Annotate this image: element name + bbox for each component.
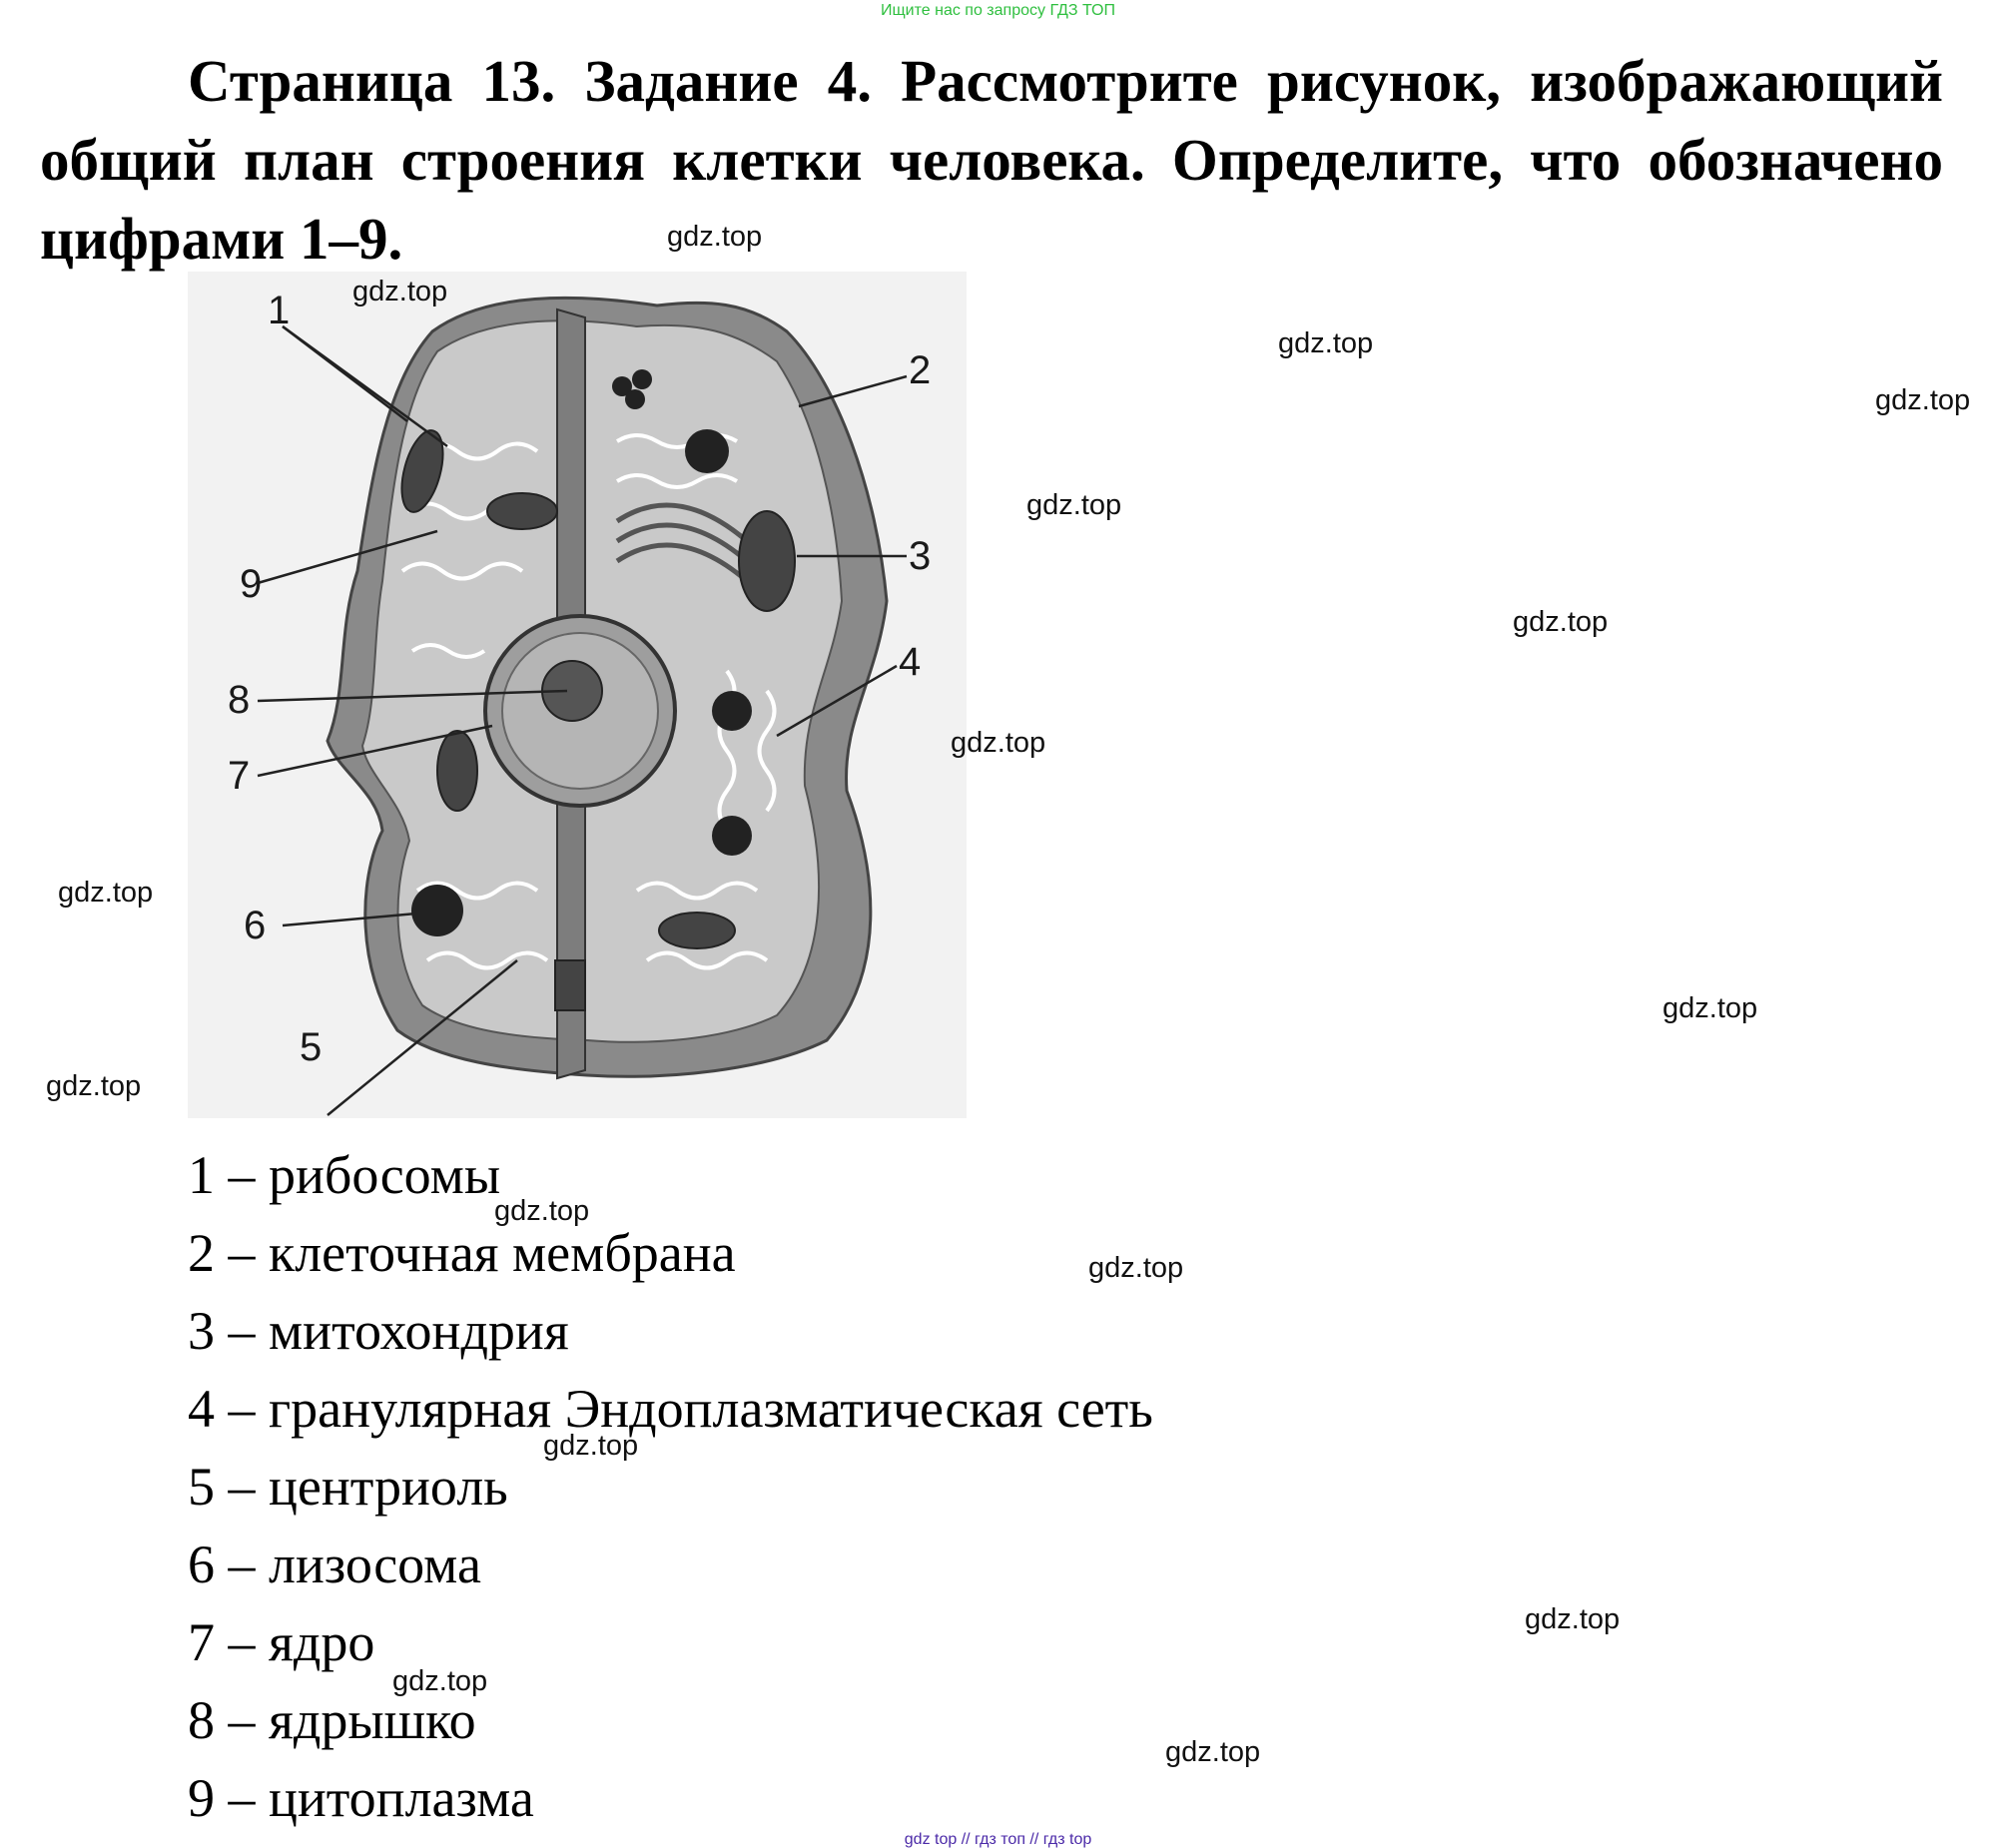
footer-links[interactable]: gdz top // гдз топ // гдз top (904, 1831, 1092, 1848)
watermark: gdz.top (392, 1665, 488, 1697)
figure-label-3: 3 (909, 534, 931, 578)
watermark: gdz.top (58, 877, 154, 909)
figure-label-7: 7 (228, 754, 250, 798)
golgi-apparatus (615, 502, 749, 583)
figure-label-1: 1 (268, 289, 290, 332)
watermark: gdz.top (667, 221, 763, 253)
cell-diagram-svg: 1 2 3 4 5 6 7 8 9 (188, 272, 967, 1118)
top-banner[interactable]: Ищите нас по запросу ГДЗ ТОП (881, 2, 1115, 19)
watermark: gdz.top (1663, 992, 1758, 1024)
watermark: gdz.top (1875, 384, 1971, 416)
figure-label-4: 4 (899, 640, 921, 684)
answer-item: 6 – лизосома (188, 1535, 481, 1594)
centriole (554, 959, 586, 1011)
watermark: gdz.top (494, 1195, 590, 1227)
watermark: gdz.top (1525, 1603, 1621, 1635)
figure-label-8: 8 (228, 678, 250, 722)
mitochondria (400, 429, 796, 949)
watermark: gdz.top (1165, 1736, 1261, 1768)
figure-label-6: 6 (244, 904, 266, 947)
watermark: gdz.top (543, 1430, 639, 1462)
cell-diagram: 1 2 3 4 5 6 7 8 9 (188, 272, 967, 1118)
vesicles (411, 369, 752, 936)
watermark: gdz.top (352, 276, 448, 308)
answer-item: 8 – ядрышко (188, 1690, 476, 1750)
leader-lines (257, 324, 908, 1116)
answer-item: 5 – центриоль (188, 1457, 508, 1517)
answer-item: 1 – рибосомы (188, 1145, 501, 1205)
watermark: gdz.top (951, 727, 1046, 759)
watermark: gdz.top (1513, 606, 1609, 638)
answer-item: 4 – гранулярная Эндоплазматическая сеть (188, 1379, 1153, 1439)
figure-label-5: 5 (300, 1025, 322, 1069)
watermark: gdz.top (46, 1070, 142, 1102)
answer-item: 9 – цитоплазма (188, 1768, 534, 1828)
answer-item: 2 – клеточная мембрана (188, 1223, 736, 1283)
watermark: gdz.top (1278, 327, 1374, 359)
task-heading: Страница 13. Задание 4. Рассмотрите рису… (40, 48, 1943, 272)
answer-item: 3 – митохондрия (188, 1301, 569, 1361)
watermark: gdz.top (1088, 1252, 1184, 1284)
figure-label-9: 9 (240, 562, 262, 606)
answer-item: 7 – ядро (188, 1612, 375, 1672)
answer-list: 1 – рибосомы 2 – клеточная мембрана 3 – … (188, 1136, 1153, 1837)
figure-label-2: 2 (909, 348, 931, 392)
watermark: gdz.top (1026, 489, 1122, 521)
